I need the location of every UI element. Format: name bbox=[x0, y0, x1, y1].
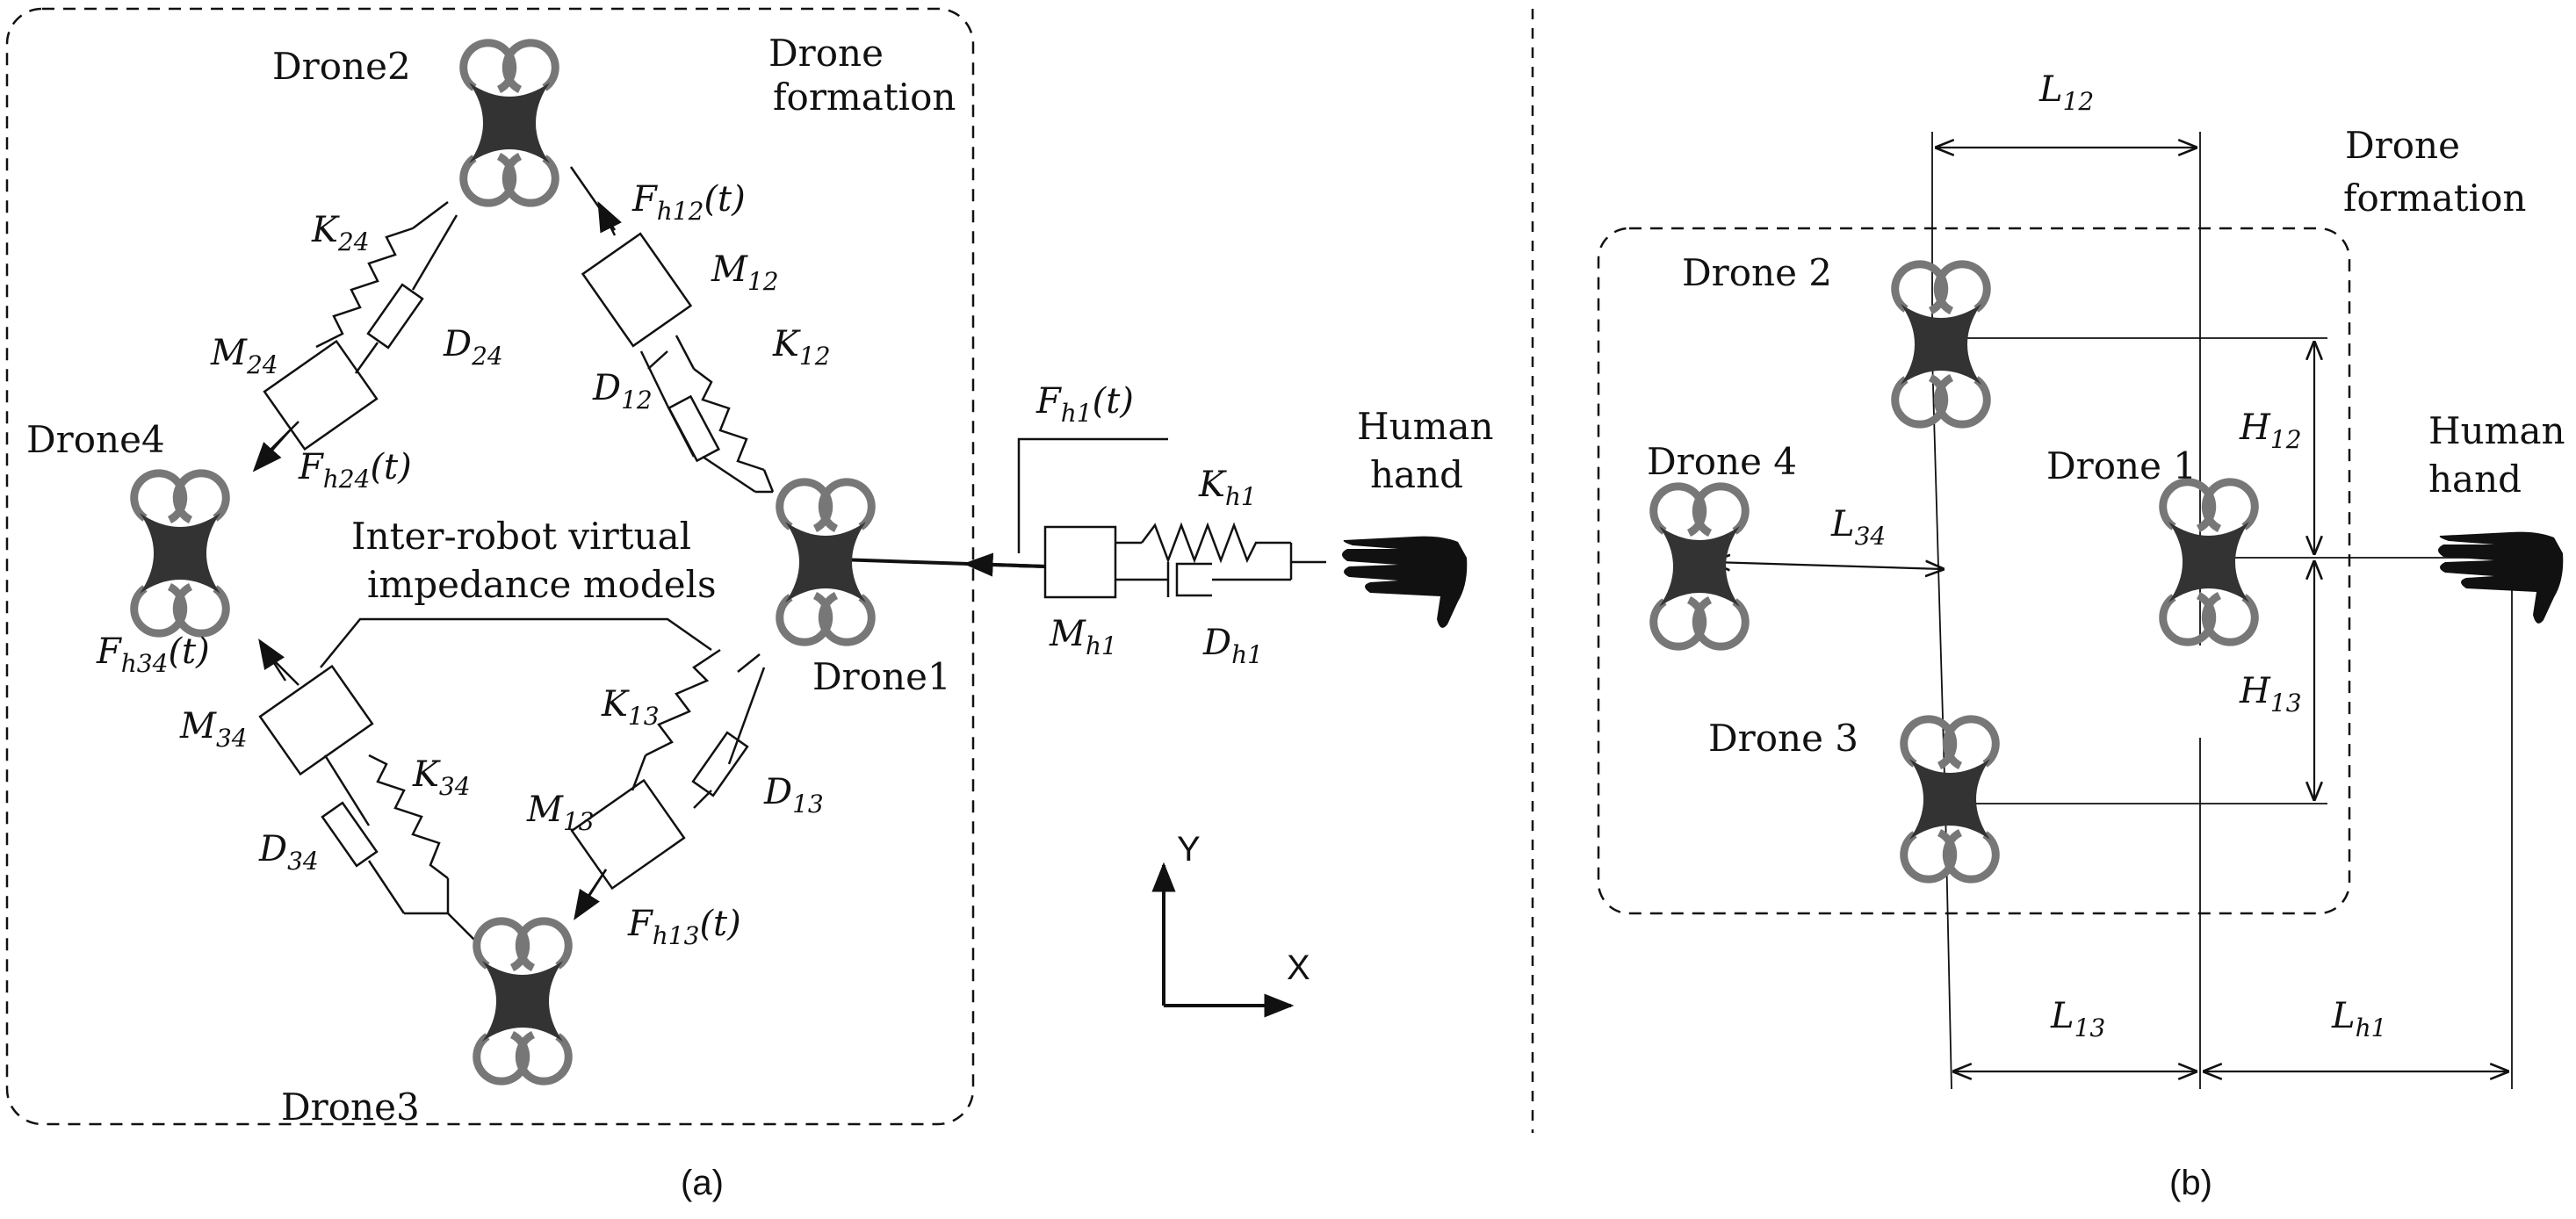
hand-icon-a bbox=[1342, 536, 1468, 628]
drone2-icon bbox=[464, 43, 556, 203]
drone4-icon-b bbox=[1654, 487, 1746, 646]
reference-lines-b bbox=[1931, 132, 2551, 1090]
force-arrow-h34 bbox=[258, 638, 287, 682]
label-l12: L12 bbox=[2038, 69, 2094, 116]
formation-box-b bbox=[1597, 227, 2351, 915]
label-k13: K13 bbox=[601, 684, 660, 731]
drone3-label-b: Drone 3 bbox=[1708, 717, 1858, 760]
label-fh12: Fh12(t) bbox=[631, 179, 746, 226]
label-m24: M24 bbox=[210, 333, 278, 379]
dimension-arrows-b bbox=[1713, 148, 2507, 1071]
label-h12: H12 bbox=[2239, 408, 2302, 454]
formation-label-a-1: Drone bbox=[768, 32, 884, 75]
human-label-a-1: Human bbox=[1357, 405, 1494, 448]
label-d24: D24 bbox=[443, 324, 503, 371]
label-kh1: Kh1 bbox=[1198, 465, 1257, 511]
hand-icon-b bbox=[2438, 531, 2564, 624]
label-m34: M34 bbox=[179, 706, 248, 753]
impedance-link-34 bbox=[258, 649, 475, 941]
drone3-icon bbox=[477, 921, 569, 1081]
label-fh24: Fh24(t) bbox=[298, 447, 412, 494]
formation-box-a bbox=[5, 7, 975, 1126]
drone3-label: Drone3 bbox=[281, 1086, 420, 1129]
label-mh1: Mh1 bbox=[1049, 614, 1117, 660]
label-l13: L13 bbox=[2050, 996, 2105, 1042]
label-m13: M13 bbox=[526, 790, 595, 836]
label-fh34: Fh34(t) bbox=[96, 631, 210, 678]
drone4-label-b: Drone 4 bbox=[1647, 440, 1797, 483]
human-label-a-2: hand bbox=[1370, 453, 1463, 496]
label-dh1: Dh1 bbox=[1202, 623, 1263, 669]
label-d12: D12 bbox=[592, 368, 653, 415]
axis-y-label: Y bbox=[1177, 830, 1201, 869]
drone2-label: Drone2 bbox=[272, 45, 411, 88]
inter-robot-label-2: impedance models bbox=[367, 563, 717, 606]
human-label-b-1: Human bbox=[2428, 409, 2565, 452]
label-d34: D34 bbox=[258, 829, 319, 876]
drone2-icon-b bbox=[1895, 264, 1988, 424]
drone1-icon bbox=[780, 482, 872, 642]
inter-robot-label-1: Inter-robot virtual bbox=[351, 515, 691, 558]
drone3-icon-b bbox=[1904, 719, 1996, 879]
label-k34: K34 bbox=[412, 754, 471, 801]
drone1-label-b: Drone 1 bbox=[2046, 444, 2197, 487]
impedance-link-13 bbox=[570, 648, 766, 897]
impedance-link-12 bbox=[569, 166, 775, 494]
caption-a: (a) bbox=[681, 1164, 724, 1202]
label-k24: K24 bbox=[311, 210, 370, 256]
label-k12: K12 bbox=[772, 324, 831, 371]
human-impedance-model bbox=[1017, 437, 1326, 599]
label-h13: H13 bbox=[2239, 671, 2302, 718]
label-d13: D13 bbox=[763, 772, 824, 819]
caption-b: (b) bbox=[2169, 1164, 2212, 1202]
force-arrow-h24 bbox=[252, 429, 291, 472]
label-fh1: Fh1(t) bbox=[1035, 381, 1134, 428]
formation-label-b-2: formation bbox=[2343, 177, 2526, 220]
force-arrow-h12 bbox=[597, 200, 622, 236]
label-fh13: Fh13(t) bbox=[627, 904, 741, 950]
axis-x-label: X bbox=[1287, 949, 1310, 987]
drone1-icon-b bbox=[2163, 482, 2255, 642]
formation-label-b-1: Drone bbox=[2345, 124, 2460, 167]
force-arrow-h1 bbox=[963, 552, 1046, 577]
label-lh1: Lh1 bbox=[2331, 996, 2386, 1042]
drone2-label-b: Drone 2 bbox=[1682, 251, 1832, 294]
force-arrow-h13 bbox=[574, 869, 608, 920]
human-label-b-2: hand bbox=[2428, 458, 2522, 501]
label-m12: M12 bbox=[711, 249, 779, 296]
drone4-icon bbox=[134, 473, 227, 633]
label-l34: L34 bbox=[1830, 504, 1886, 551]
drone4-label: Drone4 bbox=[26, 418, 165, 461]
formation-label-a-2: formation bbox=[773, 76, 956, 119]
label-leader-line bbox=[320, 617, 712, 668]
drone1-label: Drone1 bbox=[812, 655, 951, 698]
